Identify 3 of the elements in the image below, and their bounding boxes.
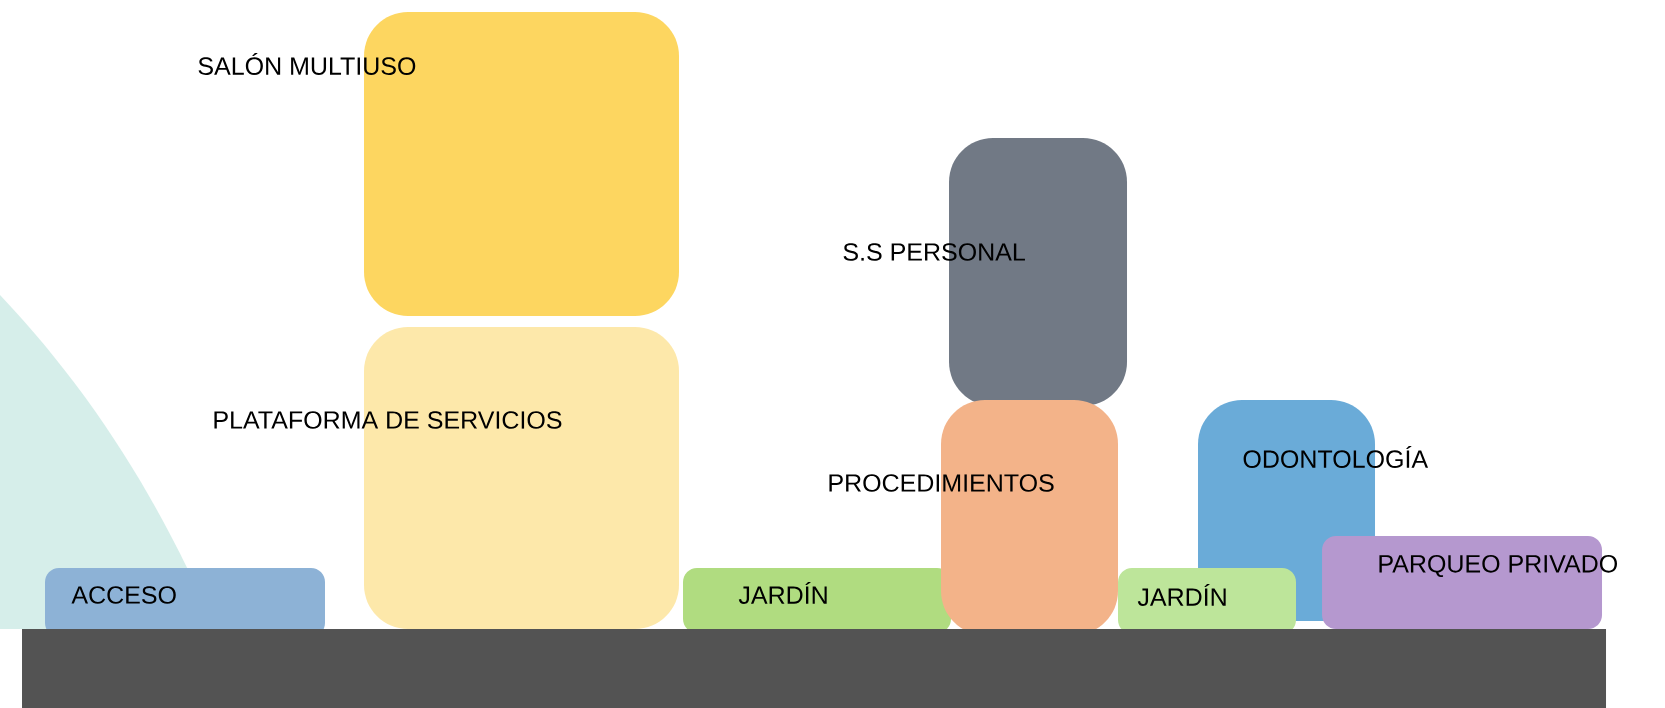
area-block: PARQUEO PRIVADO	[1322, 536, 1617, 629]
area-block: JARDÍN	[1118, 568, 1296, 634]
area-block: JARDÍN	[683, 568, 951, 633]
